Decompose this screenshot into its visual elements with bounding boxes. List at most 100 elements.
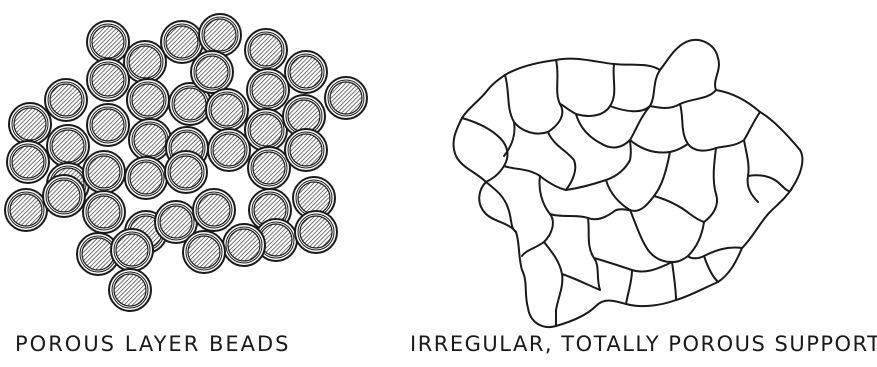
caption-irregular-porous-support: IRREGULAR, TOTALLY POROUS SUPPORT: [410, 334, 877, 355]
pore-wall: [626, 270, 632, 304]
bead-porous-core: [129, 46, 161, 78]
pore-wall: [548, 132, 575, 190]
porous-layer-beads-drawing: [5, 14, 367, 311]
bead: [325, 77, 367, 119]
bead: [191, 51, 233, 93]
pore-wall: [704, 148, 717, 222]
bead-porous-core: [116, 234, 148, 266]
bead-porous-core: [88, 156, 120, 188]
bead: [206, 89, 248, 131]
bead: [199, 14, 241, 56]
pore-wall: [630, 210, 672, 262]
bead: [165, 151, 207, 193]
bead: [9, 103, 51, 145]
bead-porous-core: [48, 180, 80, 212]
bead-porous-core: [14, 108, 46, 140]
bead-porous-core: [290, 56, 322, 88]
bead: [247, 69, 289, 111]
pore-wall: [504, 122, 515, 156]
bead: [83, 191, 125, 233]
pore-wall: [606, 152, 670, 211]
bead: [129, 119, 171, 161]
pore-wall: [680, 104, 744, 151]
bead: [245, 109, 287, 151]
bead-porous-core: [88, 196, 120, 228]
bead-porous-core: [160, 206, 192, 238]
pore-wall: [560, 64, 614, 116]
pore-wall: [562, 274, 600, 290]
bead: [245, 29, 287, 71]
bead: [87, 104, 129, 146]
bead-porous-core: [196, 56, 228, 88]
bead-porous-core: [213, 134, 245, 166]
bead-porous-core: [82, 238, 114, 270]
bead: [125, 157, 167, 199]
bead-porous-core: [253, 152, 285, 184]
pore-wall: [576, 106, 650, 147]
pore-wall: [548, 60, 562, 132]
pore-wall: [504, 166, 566, 190]
pore-wall: [654, 196, 704, 222]
bead: [109, 269, 151, 311]
bead-porous-core: [290, 134, 322, 166]
bead-porous-core: [132, 84, 164, 116]
bead: [223, 224, 265, 266]
bead-porous-core: [114, 274, 146, 306]
bead: [111, 229, 153, 271]
bead: [285, 129, 327, 171]
bead-porous-core: [10, 194, 42, 226]
pore-wall: [544, 242, 562, 326]
pore-wall: [688, 247, 742, 258]
bead-porous-core: [198, 194, 230, 226]
bead-porous-core: [252, 74, 284, 106]
bead: [193, 189, 235, 231]
bead-porous-core: [298, 182, 330, 214]
pore-wall: [650, 90, 716, 108]
pore-wall: [550, 209, 630, 219]
bead-porous-core: [300, 216, 332, 248]
bead-porous-core: [134, 124, 166, 156]
bead: [5, 189, 47, 231]
bead-porous-core: [166, 26, 198, 58]
bead: [285, 51, 327, 93]
bead-porous-core: [188, 236, 220, 268]
bead: [248, 147, 290, 189]
bead: [208, 129, 250, 171]
bead-porous-core: [92, 26, 124, 58]
bead: [87, 59, 129, 101]
bead: [83, 151, 125, 193]
bead: [47, 125, 89, 167]
bead-porous-core: [250, 114, 282, 146]
pore-wall: [610, 70, 660, 111]
bead: [295, 211, 337, 253]
bead-porous-core: [250, 34, 282, 66]
pore-wall: [522, 176, 553, 256]
bead: [183, 231, 225, 273]
pore-wall: [748, 175, 792, 191]
pore-wall: [744, 112, 760, 202]
bead-porous-core: [52, 130, 84, 162]
bead-porous-core: [228, 229, 260, 261]
pore-wall: [588, 218, 600, 290]
bead: [127, 79, 169, 121]
irregular-porous-support-drawing: [454, 40, 803, 327]
bead-porous-core: [174, 88, 206, 120]
pore-wall: [704, 256, 718, 282]
bead: [87, 21, 129, 63]
caption-porous-layer-beads: POROUS LAYER BEADS: [15, 334, 291, 355]
bead-porous-core: [130, 162, 162, 194]
bead-porous-core: [204, 19, 236, 51]
bead: [124, 41, 166, 83]
bead-porous-core: [170, 156, 202, 188]
pore-wall: [672, 262, 676, 300]
bead-porous-core: [92, 109, 124, 141]
bead-porous-core: [92, 64, 124, 96]
bead: [7, 141, 49, 183]
bead-porous-core: [288, 100, 320, 132]
pore-wall: [462, 118, 507, 182]
pore-wall: [505, 75, 548, 134]
bead-porous-core: [50, 84, 82, 116]
bead-porous-core: [12, 146, 44, 178]
bead-porous-core: [330, 82, 362, 114]
